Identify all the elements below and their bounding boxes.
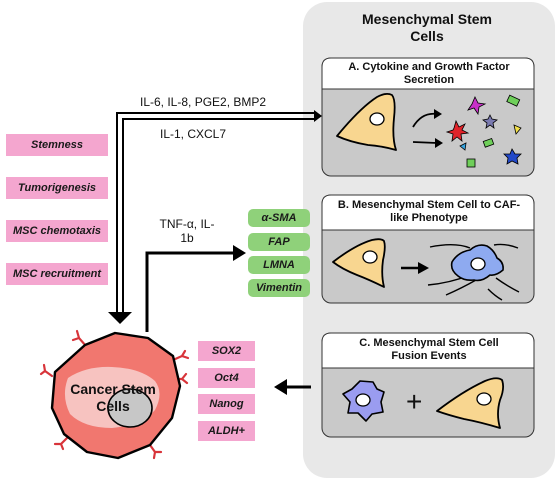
panel-c-title: C. Mesenchymal Stem Cell Fusion Events [359,337,499,362]
stem-marker-sox2: SOX2 [198,341,255,361]
factor-star-blue-icon [503,148,522,165]
factor-rect-green-icon [506,94,521,107]
caf-marker-vimentin: Vimentin [248,279,310,297]
panel-c [321,332,535,438]
factor-triangle-blue-icon [459,142,467,151]
factor-burst-icon [445,119,470,142]
panel-a-title: A. Cytokine and Growth Factor Secretion [348,61,510,86]
fusion-to-csc-arrow [274,379,311,395]
arrow-label-csc-output: TNF-α, IL-1b [159,217,215,245]
panel-a [321,57,535,177]
factor-star-gray-icon [482,114,498,129]
cancer-stem-cell-label: Cancer Stem Cells [70,381,156,414]
stem-marker-nanog: Nanog [198,394,255,414]
arrow-label-bottom: IL-1, CXCL7 [160,127,227,141]
effect-tag-stemness: Stemness [6,134,108,156]
msc-cell-c [436,377,505,429]
effect-tag-msc-recruitment: MSC recruitment [6,263,108,285]
panel-b [321,194,535,304]
effect-tag-msc-chemotaxis: MSC chemotaxis [6,220,108,242]
caf-marker-fap: FAP [248,233,310,251]
factor-star-magenta-icon [467,96,487,116]
factor-triangle-yellow-icon [513,124,522,135]
factor-square-green-icon [466,158,476,168]
csc-to-caf-arrow [145,245,246,332]
cancer-stem-cell [39,329,190,460]
caf-marker-lmna: LMNA [248,256,310,274]
caf-marker-asma: α-SMA [248,209,310,227]
factor-rect-green2-icon [482,137,495,148]
stem-marker-oct4: Oct4 [198,368,255,388]
arrow-label-top: IL-6, IL-8, PGE2, BMP2 [140,95,267,109]
msc-to-csc-arrow [108,110,322,324]
stem-marker-aldh: ALDH+ [198,421,255,441]
msc-title: Mesenchymal Stem Cells [362,11,492,44]
panel-b-title: B. Mesenchymal Stem Cell to CAF-like Phe… [337,199,521,224]
msc-cell-a [336,92,397,151]
fusion-plus-sign: + [406,386,423,417]
effect-tag-tumorigenesis: Tumorigenesis [6,177,108,199]
